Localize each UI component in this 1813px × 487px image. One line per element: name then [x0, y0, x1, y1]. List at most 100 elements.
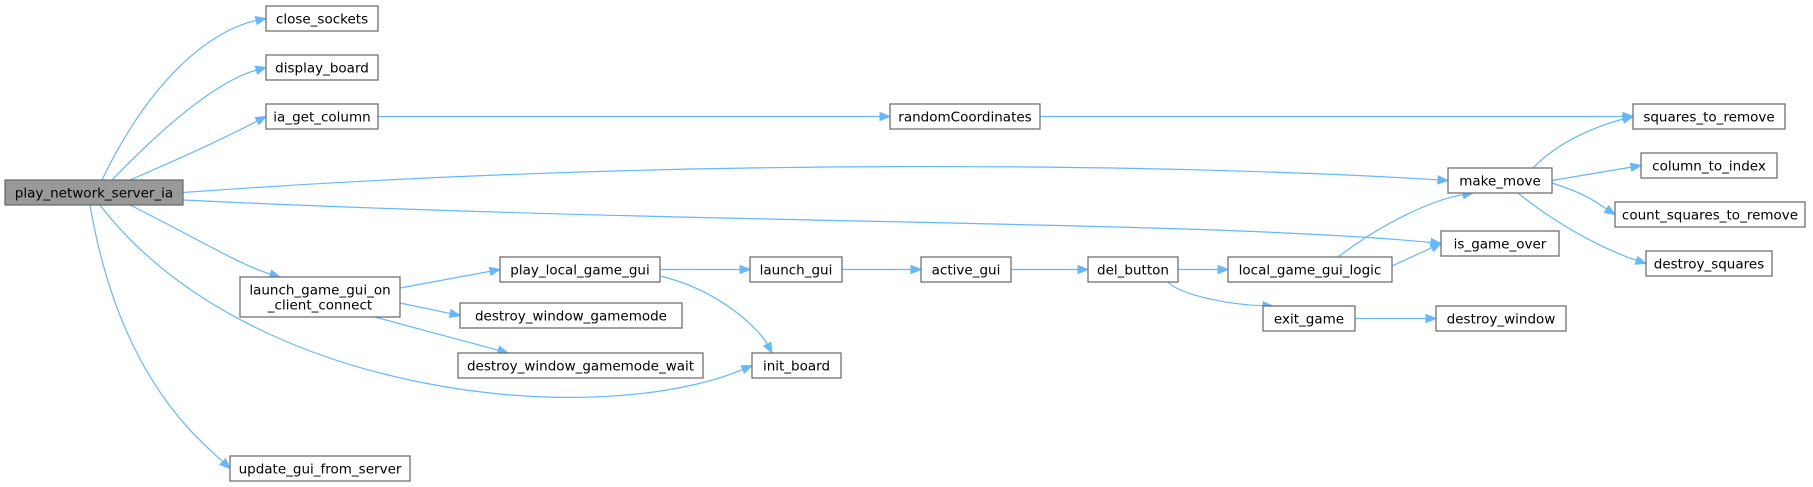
node-label: ia_get_column [273, 110, 370, 126]
node-box [265, 54, 379, 81]
edge-play_network_server_ia-to-ia_get_column [129, 115, 268, 181]
node-is-game-over[interactable]: is_game_over [1440, 230, 1560, 257]
arrowhead-icon [254, 115, 268, 126]
node-label: play_local_game_gui [510, 263, 649, 279]
edge-play_network_server_ia-to-is_game_over [182, 199, 1443, 248]
edge-del_button-to-local_game_gui_logic [1178, 264, 1230, 275]
arrowhead-icon [1621, 114, 1635, 124]
node-box [920, 256, 1012, 283]
node-del-button[interactable]: del_button [1087, 256, 1179, 283]
edge-line [1167, 281, 1265, 307]
edge-line [1532, 118, 1625, 169]
arrowhead-icon [1634, 255, 1648, 265]
arrowhead-icon [1077, 264, 1090, 275]
node-count-squares-to-remove[interactable]: count_squares_to_remove [1614, 201, 1806, 228]
edge-line [129, 120, 259, 181]
arrowhead-icon [254, 65, 268, 75]
edge-line [1517, 192, 1638, 262]
node-label: exit_game [1274, 312, 1344, 328]
edge-del_button-to-exit_game [1167, 281, 1275, 311]
node-box [749, 256, 843, 283]
arrowhead-icon [1429, 242, 1443, 253]
node-box [265, 5, 379, 32]
node-box [1640, 152, 1778, 179]
node-launch-game-gui-on-client-connect[interactable]: launch_game_gui_on_client_connect [239, 276, 401, 318]
node-label: destroy_squares [1654, 257, 1764, 273]
node-launch-gui[interactable]: launch_gui [749, 256, 843, 283]
edge-launch_gui-to-active_gui [842, 264, 923, 275]
edge-randomCoordinates-to-squares_to_remove [1040, 111, 1635, 122]
edge-make_move-to-destroy_squares [1517, 192, 1648, 265]
node-box [889, 103, 1041, 130]
arrowhead-icon [219, 457, 231, 470]
node-init-board[interactable]: init_board [751, 352, 842, 379]
arrowhead-icon [1603, 204, 1617, 216]
node-label: launch_game_gui_on [249, 283, 390, 299]
arrowhead-icon [762, 341, 773, 355]
node-label: del_button [1097, 263, 1169, 279]
edge-line [399, 302, 452, 315]
node-box [265, 103, 379, 130]
node-label: play_network_server_ia [15, 186, 173, 202]
node-box [1087, 256, 1179, 283]
node-box [1262, 305, 1356, 332]
edge-play_local_game_gui-to-init_board [659, 275, 773, 355]
node-label: destroy_window_gamemode [475, 309, 667, 325]
edge-line [659, 275, 769, 346]
node-destroy-squares[interactable]: destroy_squares [1645, 250, 1773, 277]
arrowhead-icon [1437, 175, 1450, 185]
arrowhead-icon [488, 266, 502, 277]
edge-line [99, 204, 744, 398]
arrowhead-icon [1425, 313, 1438, 324]
node-box [459, 302, 683, 329]
node-box [1447, 167, 1553, 194]
edge-make_move-to-count_squares_to_remove [1551, 182, 1617, 216]
edge-line [1337, 193, 1465, 258]
arrowhead-icon [739, 264, 752, 275]
node-label: squares_to_remove [1643, 110, 1774, 126]
edge-line [129, 204, 272, 275]
call-edges [89, 15, 1648, 470]
node-label: init_board [763, 359, 830, 375]
node-close-sockets[interactable]: close_sockets [265, 5, 379, 32]
node-ia-get-column[interactable]: ia_get_column [265, 103, 379, 130]
node-box [229, 455, 411, 482]
node-squares-to-remove[interactable]: squares_to_remove [1632, 103, 1786, 130]
node-make-move[interactable]: make_move [1447, 167, 1553, 194]
node-column-to-index[interactable]: column_to_index [1640, 152, 1778, 179]
node-update-gui-from-server[interactable]: update_gui_from_server [229, 455, 411, 482]
node-label: update_gui_from_server [239, 462, 402, 478]
node-label: make_move [1459, 174, 1541, 190]
edge-line [101, 19, 258, 181]
edge-line [182, 199, 1433, 244]
node-active-gui[interactable]: active_gui [920, 256, 1012, 283]
edge-play_local_game_gui-to-launch_gui [660, 264, 752, 275]
node-exit-game[interactable]: exit_game [1262, 305, 1356, 332]
node-box [457, 352, 704, 379]
node-label: column_to_index [1652, 159, 1766, 175]
arrowhead-icon [1629, 162, 1643, 172]
edge-local_game_gui_logic-to-is_game_over [1391, 242, 1443, 267]
node-box [499, 256, 661, 283]
edge-play_network_server_ia-to-display_board [111, 65, 268, 181]
node-destroy-window-gamemode[interactable]: destroy_window_gamemode [459, 302, 683, 329]
node-local-game-gui-logic[interactable]: local_game_gui_logic [1227, 256, 1393, 283]
node-destroy-window-gamemode-wait[interactable]: destroy_window_gamemode_wait [457, 352, 704, 379]
node-label: _client_connect [267, 298, 372, 314]
node-display-board[interactable]: display_board [265, 54, 379, 81]
node-label: count_squares_to_remove [1622, 208, 1798, 224]
node-label: destroy_window_gamemode_wait [467, 359, 694, 375]
node-box [1435, 305, 1567, 332]
edge-line [1551, 166, 1633, 182]
edge-play_network_server_ia-to-init_board [99, 204, 754, 398]
node-label: destroy_window [1447, 312, 1556, 328]
edge-play_network_server_ia-to-close_sockets [101, 15, 268, 181]
function-nodes: play_network_server_ia close_socketsdispl… [4, 5, 1806, 482]
node-box [4, 179, 184, 206]
node-play-local-game-gui[interactable]: play_local_game_gui [499, 256, 661, 283]
node-play-network-server-ia[interactable]: play_network_server_ia [4, 179, 184, 206]
edge-line [374, 316, 500, 352]
node-box [1632, 103, 1786, 130]
node-destroy-window[interactable]: destroy_window [1435, 305, 1567, 332]
node-randomCoordinates[interactable]: randomCoordinates [889, 103, 1041, 130]
